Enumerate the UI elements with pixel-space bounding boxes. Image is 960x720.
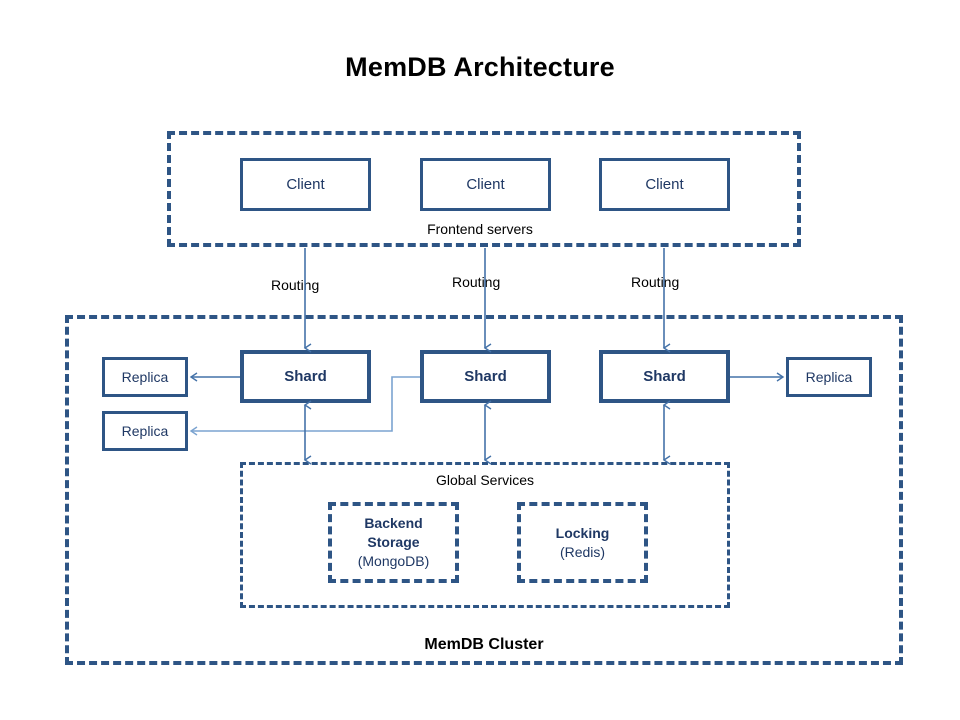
replica-box-3[interactable]: Replica xyxy=(786,357,872,397)
shard-label: Shard xyxy=(284,368,327,385)
frontend-servers-container xyxy=(167,131,801,247)
locking-box[interactable]: Locking (Redis) xyxy=(517,502,648,583)
service-impl: (MongoDB) xyxy=(357,552,430,569)
replica-box-2[interactable]: Replica xyxy=(102,411,188,451)
routing-label-3: Routing xyxy=(631,274,680,290)
page-title: MemDB Architecture xyxy=(345,52,615,82)
shard-label: Shard xyxy=(464,368,507,385)
replica-box-1[interactable]: Replica xyxy=(102,357,188,397)
service-name: Locking xyxy=(555,524,610,541)
service-name: Backend Storage xyxy=(364,515,423,551)
client-label: Client xyxy=(286,176,325,193)
memdb-cluster-container xyxy=(65,315,903,665)
client-label: Client xyxy=(466,176,505,193)
memdb-cluster-label: MemDB Cluster xyxy=(424,636,544,653)
frontend-servers-label: Frontend servers xyxy=(427,221,533,237)
global-services-label: Global Services xyxy=(435,472,535,488)
shard-box-3[interactable]: Shard xyxy=(599,350,730,403)
replica-label: Replica xyxy=(121,423,169,439)
client-box-2[interactable]: Client xyxy=(420,158,551,211)
shard-box-2[interactable]: Shard xyxy=(420,350,551,403)
shard-label: Shard xyxy=(643,368,686,385)
client-box-1[interactable]: Client xyxy=(240,158,371,211)
client-box-3[interactable]: Client xyxy=(599,158,730,211)
replica-label: Replica xyxy=(121,369,169,385)
routing-label-1: Routing xyxy=(271,277,320,293)
replica-label: Replica xyxy=(805,369,853,385)
routing-label-2: Routing xyxy=(452,274,501,290)
shard-box-1[interactable]: Shard xyxy=(240,350,371,403)
backend-storage-box[interactable]: Backend Storage (MongoDB) xyxy=(328,502,459,583)
client-label: Client xyxy=(645,176,684,193)
service-impl: (Redis) xyxy=(559,543,606,560)
